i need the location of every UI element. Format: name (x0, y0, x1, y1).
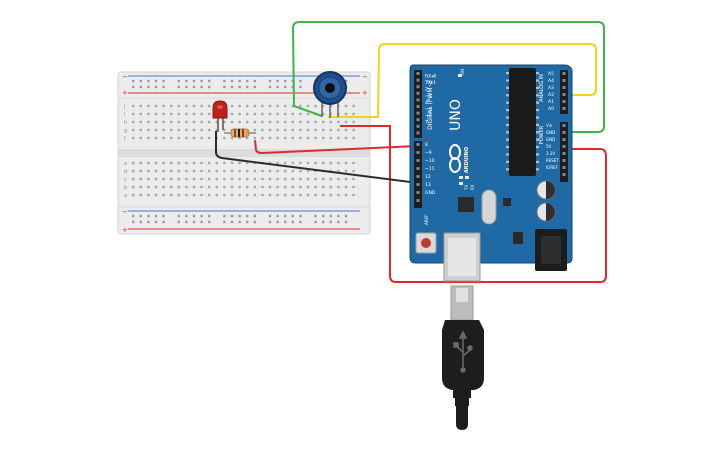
tx-label: TX (464, 185, 469, 191)
wire-green (291, 21, 605, 133)
power-pin-label: RESET (546, 158, 559, 163)
analog-header (560, 70, 568, 114)
led-body (212, 100, 228, 119)
led[interactable] (212, 100, 228, 132)
wire-yellow (328, 43, 597, 118)
breadboard[interactable]: − + − + − + (117, 71, 371, 235)
row-letter: g (124, 128, 127, 134)
digital-pin-label: ~6 (425, 113, 432, 119)
digital-pin-label: 4 (425, 100, 428, 106)
row-letter: f (124, 136, 126, 142)
wire-red-signal (254, 139, 419, 155)
digital-pin-label: 2 (425, 87, 428, 93)
digital-pin-label: 7 (425, 120, 428, 126)
analog-pin-label: A5 (548, 71, 554, 77)
analog-pin-label: A4 (548, 78, 554, 84)
wire-black (215, 131, 419, 184)
rail-minus-label-bottom: − (122, 208, 128, 216)
potentiometer[interactable] (313, 71, 347, 118)
rail-minus-label: − (122, 73, 128, 81)
digital-pin-label: ~5 (425, 107, 432, 113)
power-pin-label: 5V (546, 144, 552, 149)
power-pin-label: IOREF (546, 165, 559, 170)
digital-pin-label: ~11 (425, 166, 435, 172)
analog-pin-label: A2 (548, 92, 554, 98)
analog-pin-label: A0 (548, 106, 554, 112)
digital-pin-label: ~3 (425, 93, 432, 99)
aref-label: AREF (424, 214, 429, 225)
usb-cable[interactable] (442, 285, 484, 430)
rail-minus-label-right: − (362, 73, 368, 81)
digital-pin-label: 13 (425, 182, 431, 188)
wire-red-power (340, 125, 607, 283)
digital-pin-label: 12 (425, 174, 431, 180)
digital-header-label: DIGITAL (PWM~) (427, 80, 434, 130)
digital-pin-label: RX◂0 (425, 74, 436, 80)
potentiometer-knob-icon[interactable] (325, 83, 335, 93)
uno-logo-text: UNO (448, 99, 464, 131)
analog-pin-label: A1 (548, 99, 554, 105)
row-letter: c (124, 177, 127, 183)
power-pin-label: 3.3V (546, 151, 555, 156)
power-pin-label: GND (546, 137, 555, 142)
row-letter: e (124, 161, 127, 167)
rx-label: RX (470, 184, 475, 190)
row-letter: h (124, 120, 127, 126)
crystal-oscillator (481, 189, 497, 225)
power-header-label: POWER (539, 125, 545, 144)
resistor[interactable] (224, 128, 256, 138)
breadboard-holes (132, 79, 355, 224)
row-letter: d (124, 169, 127, 175)
row-letter: i (124, 112, 125, 118)
digital-header-lower (414, 141, 422, 208)
row-letter: b (124, 185, 127, 191)
wires (215, 21, 607, 283)
digital-pin-label: GND (425, 190, 436, 196)
power-pin-label: Vin (546, 123, 553, 128)
on-led-label: ON (460, 69, 465, 75)
analog-header-label: ANALOG IN (539, 74, 545, 102)
microcontroller-chip (509, 68, 536, 176)
digital-pin-holes (416, 72, 420, 202)
usb-icon (453, 330, 473, 373)
voltage-regulator (513, 232, 523, 244)
digital-pin-label: ~9 (425, 150, 432, 156)
rail-plus-label: + (122, 89, 128, 97)
digital-pin-label: TX▸1 (424, 80, 436, 86)
right-pin-holes (562, 72, 566, 176)
rail-plus-label-right: + (362, 89, 368, 97)
digital-pin-labels: GND 13 12 ~11 ~10 ~9 8 RX◂0TX▸12~34~5~67 (424, 74, 436, 197)
arduino-uno-board[interactable]: DIGITAL (PWM~) ANALOG IN POWER UNO ARDUI… (409, 64, 573, 282)
digital-pin-label: ~10 (425, 158, 435, 164)
digital-header-upper (414, 70, 422, 138)
digital-pin-label: 8 (425, 142, 428, 148)
rail-plus-label-bottom: + (122, 226, 128, 234)
row-letter: j (123, 104, 125, 110)
power-pin-label: GND (546, 130, 555, 135)
row-letter: a (124, 193, 127, 199)
infinity-logo-icon (449, 144, 461, 173)
arduino-brand-text: ARDUINO (464, 147, 470, 173)
usb-interface-chip (458, 197, 474, 212)
analog-pin-label: A3 (548, 85, 554, 91)
